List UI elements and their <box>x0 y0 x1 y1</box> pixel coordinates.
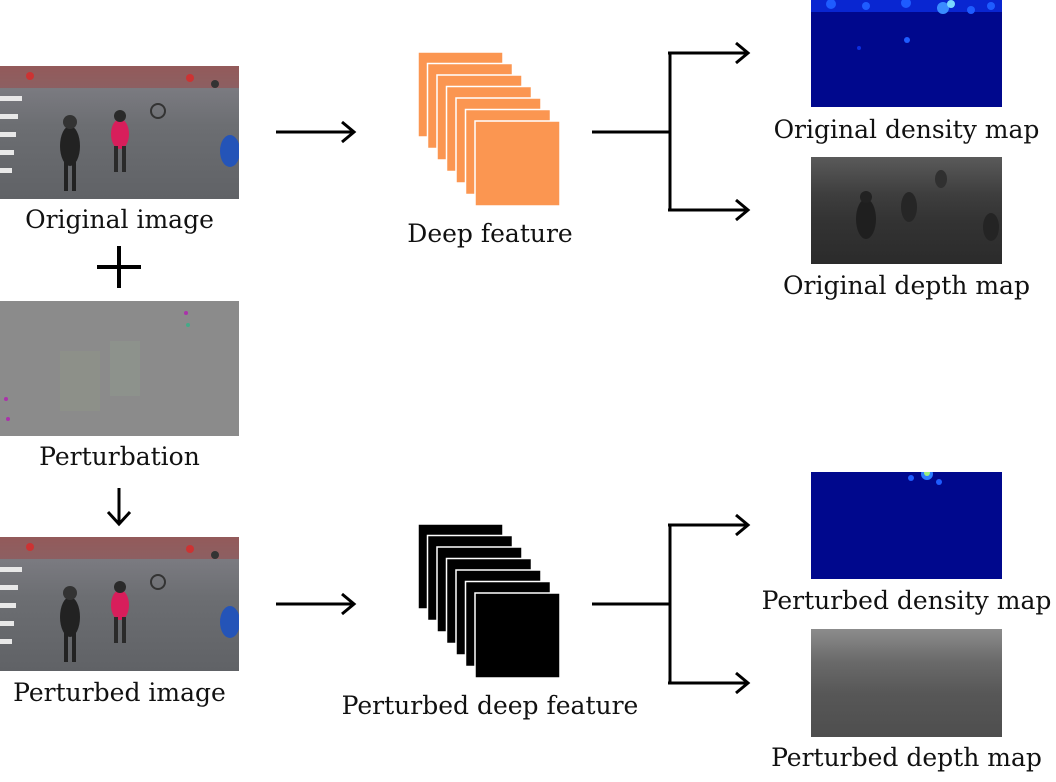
perturbed-depth-map-label: Perturbed depth map <box>771 743 1042 772</box>
original-density-hotspots <box>811 0 1002 50</box>
perturbed-deep-feature-layer-7 <box>474 592 561 679</box>
original-image <box>0 66 239 199</box>
deep-feature-layer-1 <box>417 51 504 138</box>
perturbed-deep-feature-layer-1 <box>417 523 504 610</box>
perturbed-image <box>0 537 239 671</box>
deep-feature-stack <box>417 51 561 207</box>
arrow-bottom-input <box>276 592 357 616</box>
perturbed-deep-feature-label: Perturbed deep feature <box>341 691 639 720</box>
arrow-top-input <box>276 120 357 144</box>
perturbed-density-hotspots <box>908 472 942 485</box>
perturbation-noise <box>4 311 190 421</box>
perturbation-label: Perturbation <box>39 442 200 471</box>
perturbed-deep-feature-layer-5 <box>455 569 542 656</box>
deep-feature-layer-4 <box>445 85 533 173</box>
perturbed-depth-map <box>811 629 1002 737</box>
deep-feature-layer-2 <box>426 62 514 150</box>
perturbed-deep-feature-layer-4 <box>445 557 533 645</box>
deep-feature-layer-6 <box>464 108 552 196</box>
down-arrow-icon <box>106 488 132 527</box>
plus-icon <box>97 246 141 288</box>
original-density-map-label: Original density map <box>773 115 1040 144</box>
perturbed-deep-feature-stack <box>417 523 561 679</box>
arrow-top-branch <box>592 41 751 222</box>
perturbation-image <box>0 301 239 436</box>
original-depth-map-label: Original depth map <box>783 271 1030 300</box>
original-density-map <box>811 0 1002 107</box>
deep-feature-layer-7 <box>474 120 561 207</box>
arrow-bottom-branch <box>592 513 751 695</box>
perturbed-image-label: Perturbed image <box>13 678 226 707</box>
deep-feature-layer-5 <box>455 97 542 184</box>
perturbed-density-map-label: Perturbed density map <box>761 586 1052 615</box>
original-depth-map <box>811 157 1002 264</box>
deep-feature-layer-3 <box>436 74 523 161</box>
perturbed-deep-feature-layer-6 <box>464 580 552 668</box>
perturbed-density-map <box>811 472 1002 579</box>
deep-feature-label: Deep feature <box>407 219 573 248</box>
original-depth-silhouettes <box>856 170 999 241</box>
original-image-scene <box>0 66 239 191</box>
perturbed-deep-feature-layer-2 <box>426 534 514 622</box>
perturbed-image-scene <box>0 537 239 662</box>
perturbed-deep-feature-layer-3 <box>436 546 523 633</box>
original-image-label: Original image <box>25 205 214 234</box>
